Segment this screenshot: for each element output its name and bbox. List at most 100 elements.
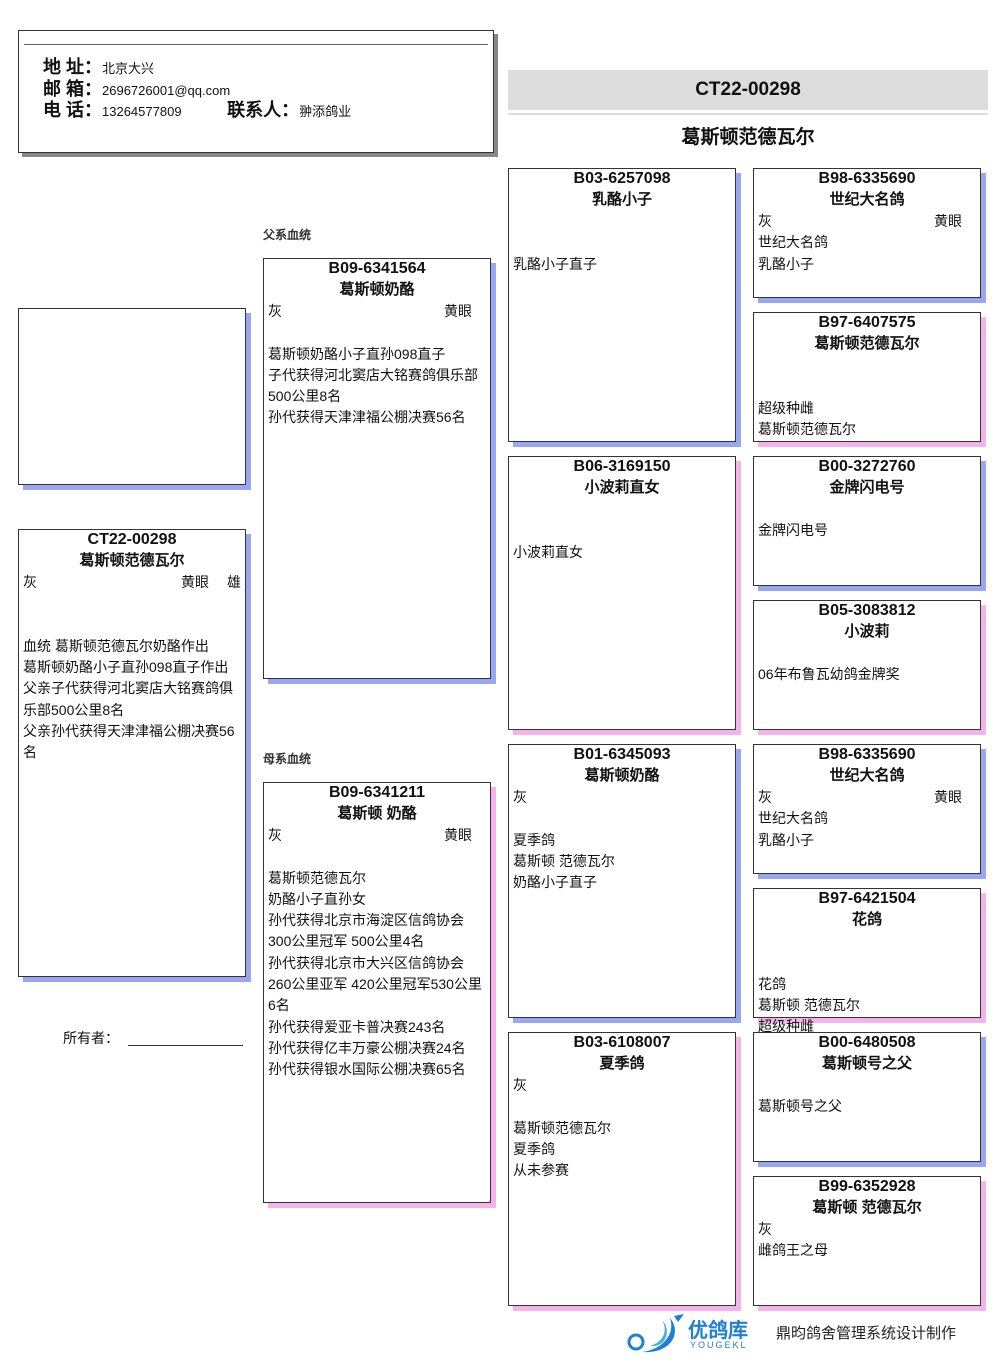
pigeon-name: 葛斯顿范德瓦尔 <box>79 552 185 569</box>
pigeon-card-main: CT22-00298 葛斯顿范德瓦尔灰 黄眼 雄血统 葛斯顿范德瓦尔奶酪作出葛斯顿奶酪… <box>18 529 246 977</box>
note-line <box>754 499 980 520</box>
note-line <box>509 499 735 520</box>
feather-color: 灰 <box>23 574 37 590</box>
note-line: 金牌闪电号 <box>758 522 828 539</box>
eye-sex-group: 黄眼 <box>916 211 962 232</box>
ring-number: B03-6257098 <box>573 170 671 187</box>
logo-swirl-icon <box>627 1314 684 1353</box>
eye-sex-group: 黄眼 <box>426 825 472 846</box>
note-line: 父亲子代获得河北窦店大铭赛鸽俱乐部500公里8名 <box>23 680 233 718</box>
ring-number: B06-3169150 <box>573 458 671 475</box>
note-line <box>19 615 245 636</box>
pigeon-name: 葛斯顿 奶酪 <box>337 805 417 822</box>
contact-value: 翀添鸽业 <box>299 104 352 119</box>
email-value: 2696726001@qq.com <box>102 83 231 98</box>
color-eye-row: 灰 <box>509 1075 735 1096</box>
note-line: 乳酪小子 <box>758 255 814 272</box>
note-line: 子代获得河北窦店大铭赛鸽俱乐部500公里8名 <box>268 366 478 405</box>
pigeon-name: 世纪大名鸽 <box>829 767 905 784</box>
feather-color: 灰 <box>758 1221 772 1237</box>
divider <box>24 44 488 45</box>
eye-type: 黄眼 <box>181 574 209 590</box>
ring-number: B98-6335690 <box>818 170 916 187</box>
ring-number: B09-6341211 <box>328 784 426 801</box>
note-line: 葛斯顿 范德瓦尔 <box>513 852 615 869</box>
address-label: 地 址： <box>43 57 103 77</box>
note-line: 06年布鲁瓦幼鸽金牌奖 <box>758 666 900 683</box>
note-line: 葛斯顿 范德瓦尔 <box>758 996 860 1013</box>
ring-number: B01-6345093 <box>573 746 671 763</box>
feather-color: 灰 <box>513 1077 527 1093</box>
note-line: 世纪大名鸽 <box>758 810 828 827</box>
eye-type: 黄眼 <box>444 303 472 319</box>
owner-signature-line <box>128 1045 243 1046</box>
note-line: 葛斯顿范德瓦尔 <box>758 420 856 437</box>
phone-value: 13264577809 <box>102 104 182 119</box>
title-divider <box>508 113 988 115</box>
sex: 雄 <box>227 574 241 590</box>
contact-card: 地 址：北京大兴 邮 箱：2696726001@qq.com 电 话：13264… <box>18 30 494 153</box>
note-line <box>754 355 980 376</box>
color-eye-row: 灰黄眼 <box>264 301 490 322</box>
note-line: 夏季鸽 <box>513 831 555 848</box>
note-line: 葛斯顿范德瓦尔 <box>268 869 366 886</box>
color-eye-row: 灰 <box>754 1219 980 1240</box>
note-line: 乳酪小子 <box>758 831 814 848</box>
ring-number: B97-6407575 <box>818 314 916 331</box>
ring-number: B99-6352928 <box>818 1178 916 1195</box>
ring-number: CT22-00298 <box>87 531 177 548</box>
color-eye-row: 灰 黄眼 <box>264 825 490 846</box>
pigeon-name: 小波莉直女 <box>584 479 660 496</box>
eye-type: 黄眼 <box>934 213 962 229</box>
color-eye-row: 灰 <box>509 787 735 808</box>
note-line: 血统 葛斯顿范德瓦尔奶酪作出 <box>23 637 209 654</box>
ring-number: B98-6335690 <box>818 746 916 763</box>
note-line: 孙代获得爱亚卡普决赛243名 <box>268 1018 446 1035</box>
note-line: 从未参赛 <box>513 1162 569 1179</box>
dam-line-label: 母系血统 <box>263 752 312 766</box>
eye-sex-group: 黄眼 雄 <box>163 572 241 593</box>
owner-label: 所有者： <box>63 1030 119 1046</box>
footer-credit: 鼎昀鸽舍管理系统设计制作 <box>776 1325 957 1342</box>
note-line: 孙代获得北京市海淀区信鸽协会300公里冠军 500公里4名 <box>268 912 464 950</box>
note-line <box>509 232 735 253</box>
pigeon-name: 小波莉 <box>844 623 890 640</box>
pigeon-name: 夏季鸽 <box>599 1055 645 1072</box>
note-line: 孙代获得北京市大兴区信鸽协会260公里亚军 420公里冠军530公里6名 <box>268 954 482 1014</box>
note-line: 雌鸽王之母 <box>758 1242 828 1259</box>
ring-number: B03-6108007 <box>573 1034 671 1051</box>
title-ring: CT22-00298 <box>508 70 988 110</box>
feather-color: 灰 <box>758 789 772 805</box>
eye-sex-group: 黄眼 <box>916 787 962 808</box>
note-line <box>754 643 980 664</box>
ring-number: B00-6480508 <box>818 1034 916 1051</box>
pigeon-name: 葛斯顿奶酪 <box>584 767 660 784</box>
note-line: 孙代获得银水国际公棚决赛65名 <box>268 1061 466 1078</box>
note-line <box>264 322 490 343</box>
note-line: 葛斯顿范德瓦尔 <box>513 1119 611 1136</box>
note-line: 葛斯顿奶酪小子直孙098直子作出 <box>23 659 229 676</box>
feather-color: 灰 <box>268 827 282 843</box>
note-line: 超级种雌 <box>758 399 814 416</box>
note-line: 葛斯顿号之父 <box>758 1098 842 1115</box>
note-line: 小波莉直女 <box>513 543 583 560</box>
note-line: 乳酪小子直子 <box>513 255 597 272</box>
note-line <box>509 1096 735 1117</box>
address-value: 北京大兴 <box>102 61 155 76</box>
note-line: 父亲孙代获得天津津福公棚决赛56名 <box>23 723 235 761</box>
ring-number: B97-6421504 <box>818 890 916 907</box>
logo-text: 优鸽库 <box>688 1320 748 1342</box>
title-name: 葛斯顿范德瓦尔 <box>681 127 815 148</box>
logo-subtext: YOUGEKL <box>690 1340 748 1350</box>
feather-color: 灰 <box>513 789 527 805</box>
